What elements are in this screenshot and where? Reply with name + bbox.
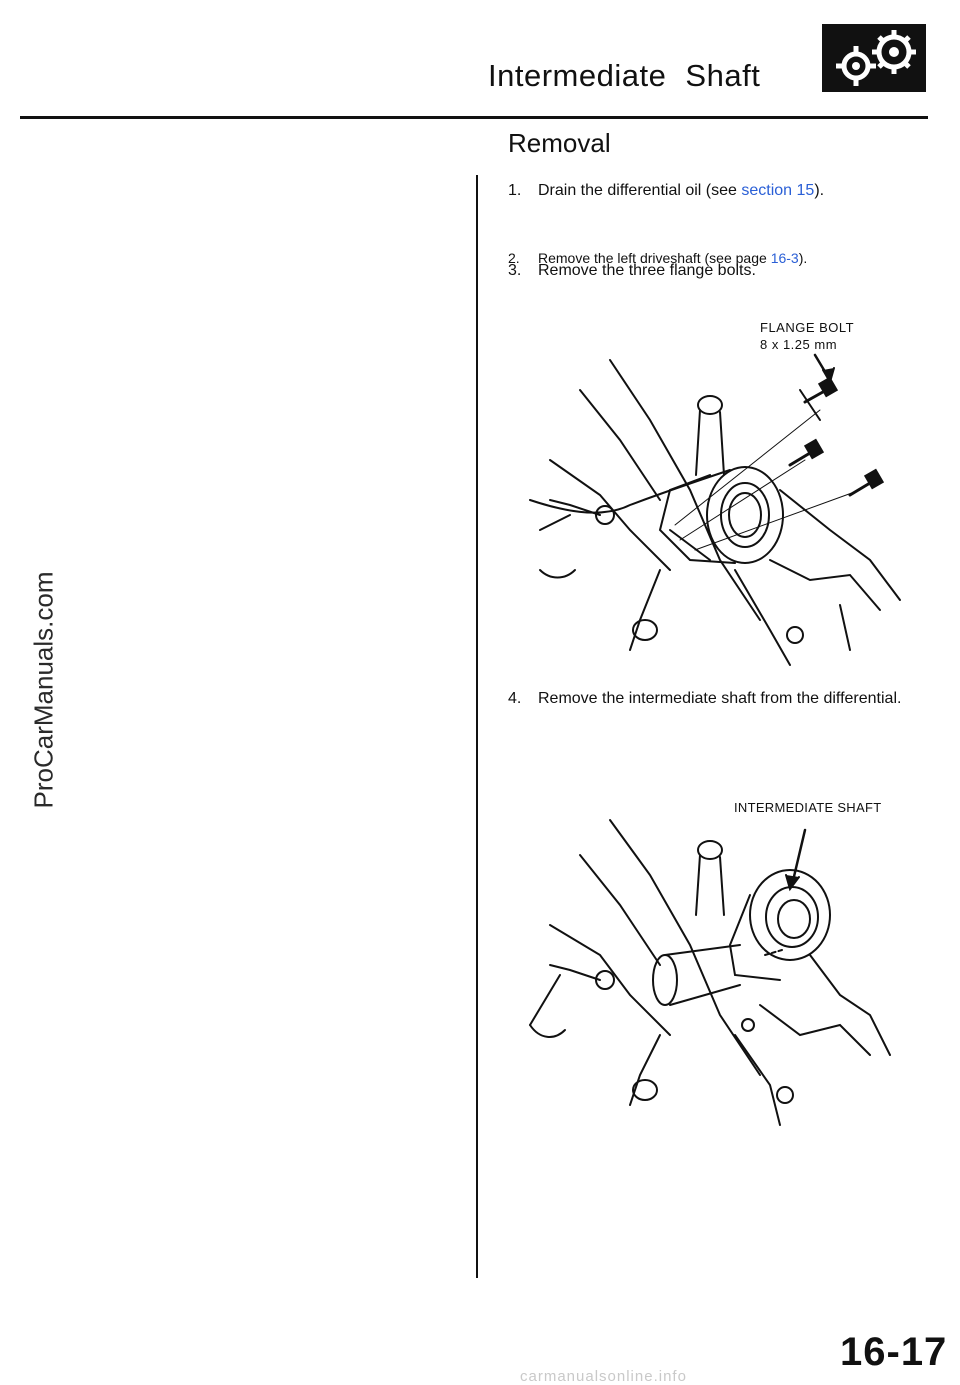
header-rule — [20, 116, 928, 119]
step-number: 1. — [508, 182, 522, 199]
footer-watermark: carmanualsonline.info — [520, 1368, 687, 1385]
step-text: Remove the three flange bolts. — [538, 262, 756, 279]
page-title: Intermediate Shaft — [488, 58, 761, 93]
column-divider — [476, 175, 478, 1278]
step-number: 3. — [508, 262, 522, 279]
step-4: 4. Remove the intermediate shaft from the… — [508, 690, 901, 708]
step-1: 1. Drain the differential oil (see sectio… — [508, 182, 824, 200]
step-number: 2. — [508, 250, 520, 266]
step-text-end: ). — [814, 182, 825, 199]
intermediate-shaft-illustration — [529, 819, 891, 1126]
page-link[interactable]: 16-3 — [770, 250, 799, 266]
side-watermark: ProCarManuals.com — [28, 571, 59, 809]
step-2: 2. Remove the left driveshaft (see page 1… — [508, 250, 807, 266]
section-heading: Removal — [508, 128, 611, 158]
step-3: 3. Remove the three flange bolts. — [508, 262, 756, 280]
step-text-end: ). — [798, 250, 808, 266]
page-number: 16-17 — [840, 1330, 948, 1374]
flange-bolt-size-callout: 8 x 1.25 mm — [760, 337, 838, 352]
intermediate-shaft-callout: INTERMEDIATE SHAFT — [734, 800, 882, 815]
step-number: 4. — [508, 690, 522, 707]
step-text: Remove the intermediate shaft from the d… — [538, 690, 902, 707]
section-link[interactable]: section 15 — [741, 182, 815, 199]
step-text: Remove the left driveshaft (see page — [538, 250, 771, 266]
step-text: Drain the differential oil (see — [538, 182, 742, 199]
flange-bolt-illustration — [529, 353, 901, 666]
flange-bolt-callout: FLANGE BOLT — [760, 320, 855, 335]
gears-icon — [822, 24, 926, 92]
